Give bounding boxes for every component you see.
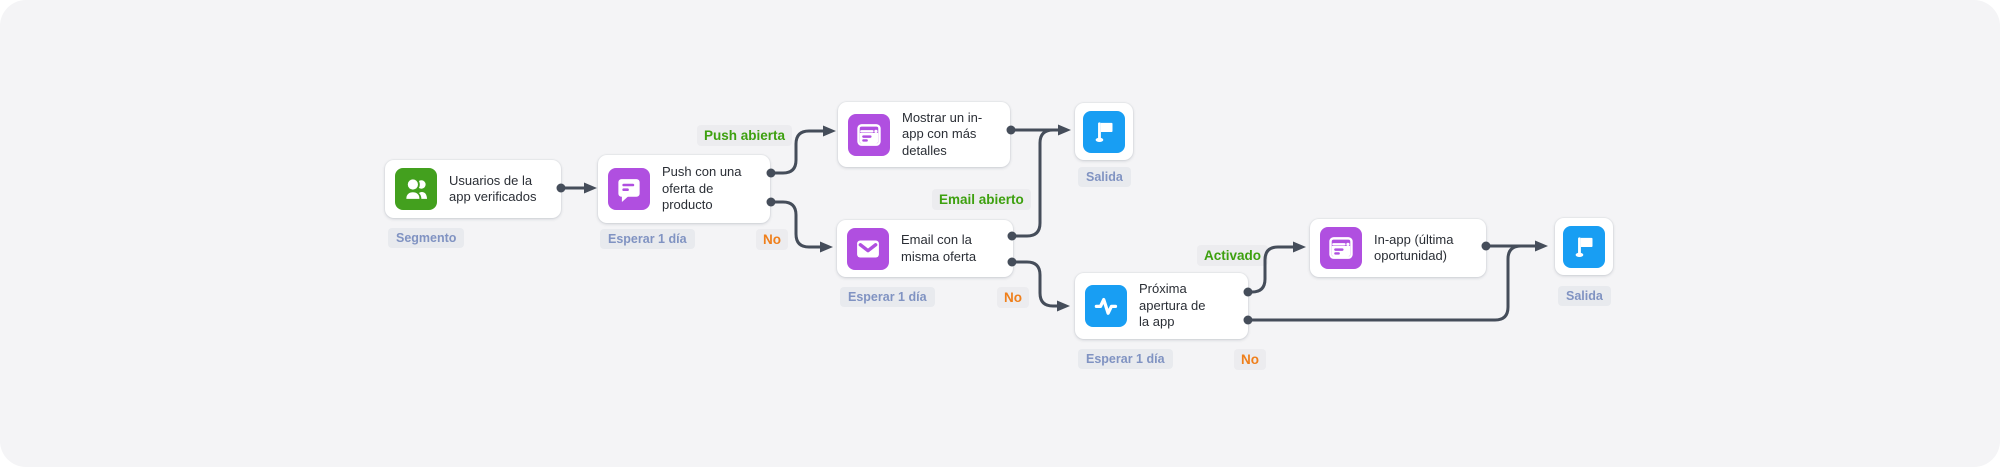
flag-icon	[1563, 225, 1605, 268]
node-title: In-app (última oportunidad)	[1374, 231, 1454, 264]
node-title: Usuarios de la app verificados	[449, 172, 537, 205]
app-open-branch-no-label: No	[1234, 349, 1266, 370]
exit-badge: Salida	[1078, 167, 1131, 187]
push-message-icon	[608, 168, 650, 210]
users-icon	[395, 168, 437, 210]
exit-badge: Salida	[1558, 286, 1611, 306]
inapp-message-icon	[848, 113, 890, 156]
node-email[interactable]: Email con la misma oferta	[837, 220, 1013, 277]
email-icon	[847, 227, 889, 270]
node-inapp-more-details[interactable]: Mostrar un in- app con más detalles	[838, 102, 1010, 167]
email-open-branch-label: Email abierto	[932, 189, 1031, 210]
wait-badge: Esperar 1 día	[600, 229, 695, 249]
wait-badge: Esperar 1 día	[1078, 349, 1173, 369]
node-title: Push con una oferta de producto	[662, 164, 742, 213]
node-title: Próxima apertura de la app	[1139, 281, 1206, 330]
node-title: Mostrar un in- app con más detalles	[902, 109, 983, 158]
node-exit-2[interactable]	[1555, 218, 1613, 275]
push-open-branch-label: Push abierta	[697, 125, 793, 146]
activity-icon	[1085, 285, 1127, 327]
node-push[interactable]: Push con una oferta de producto	[598, 155, 770, 223]
node-segment[interactable]: Usuarios de la app verificados	[385, 160, 561, 218]
segment-type-badge: Segmento	[388, 228, 465, 248]
inapp-message-icon	[1320, 227, 1362, 269]
node-next-app-open[interactable]: Próxima apertura de la app	[1075, 273, 1248, 339]
wait-badge: Esperar 1 día	[840, 287, 935, 307]
email-branch-no-label: No	[997, 287, 1029, 308]
node-title: Email con la misma oferta	[901, 232, 977, 264]
node-inapp-last-chance[interactable]: In-app (última oportunidad)	[1310, 219, 1486, 277]
activated-branch-label: Activado	[1197, 245, 1269, 266]
push-branch-no-label: No	[756, 229, 788, 250]
flag-icon	[1083, 110, 1125, 153]
node-exit-1[interactable]	[1075, 103, 1133, 160]
